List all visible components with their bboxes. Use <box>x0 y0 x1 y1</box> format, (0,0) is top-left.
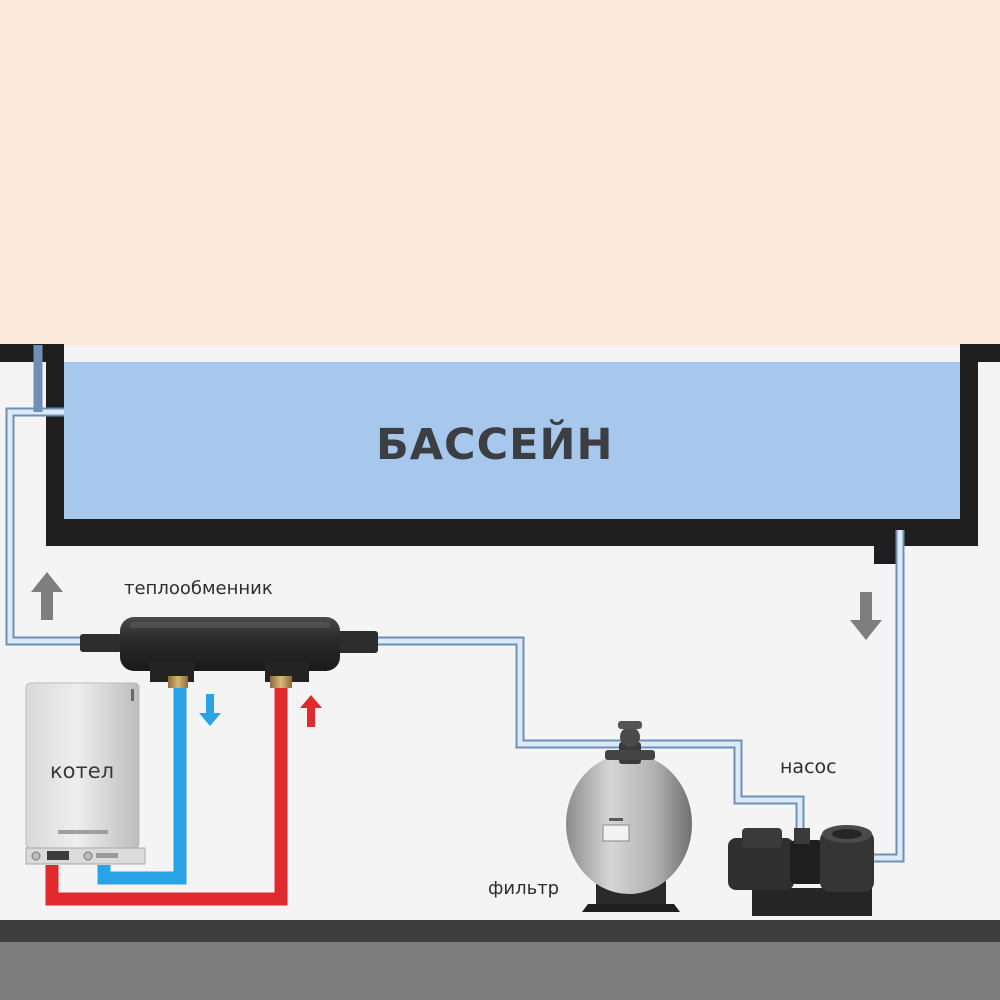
heat-exchanger <box>80 617 378 688</box>
heat-exchanger-label: теплообменник <box>124 578 273 599</box>
boiler-label: котел <box>50 759 115 783</box>
cold-pipe <box>97 686 187 885</box>
pool-pump <box>728 825 874 916</box>
flow-down-arrow-icon <box>850 592 882 640</box>
pool-title: БАССЕЙН <box>376 420 614 470</box>
pool-water <box>64 362 960 519</box>
filter-label: фильтр <box>488 878 560 899</box>
hot-pipe <box>45 686 288 906</box>
sky-background <box>0 0 1000 345</box>
pool-circuit-pipe <box>5 345 905 863</box>
pump-label: насос <box>780 756 837 778</box>
pool-walls <box>0 344 1000 564</box>
flow-up-arrow-icon <box>31 572 63 620</box>
boiler <box>25 682 146 865</box>
sand-filter <box>566 721 692 912</box>
cold-flow-down-arrow-icon <box>199 694 221 726</box>
hot-flow-up-arrow-icon <box>300 695 322 727</box>
floor-top <box>0 920 1000 942</box>
